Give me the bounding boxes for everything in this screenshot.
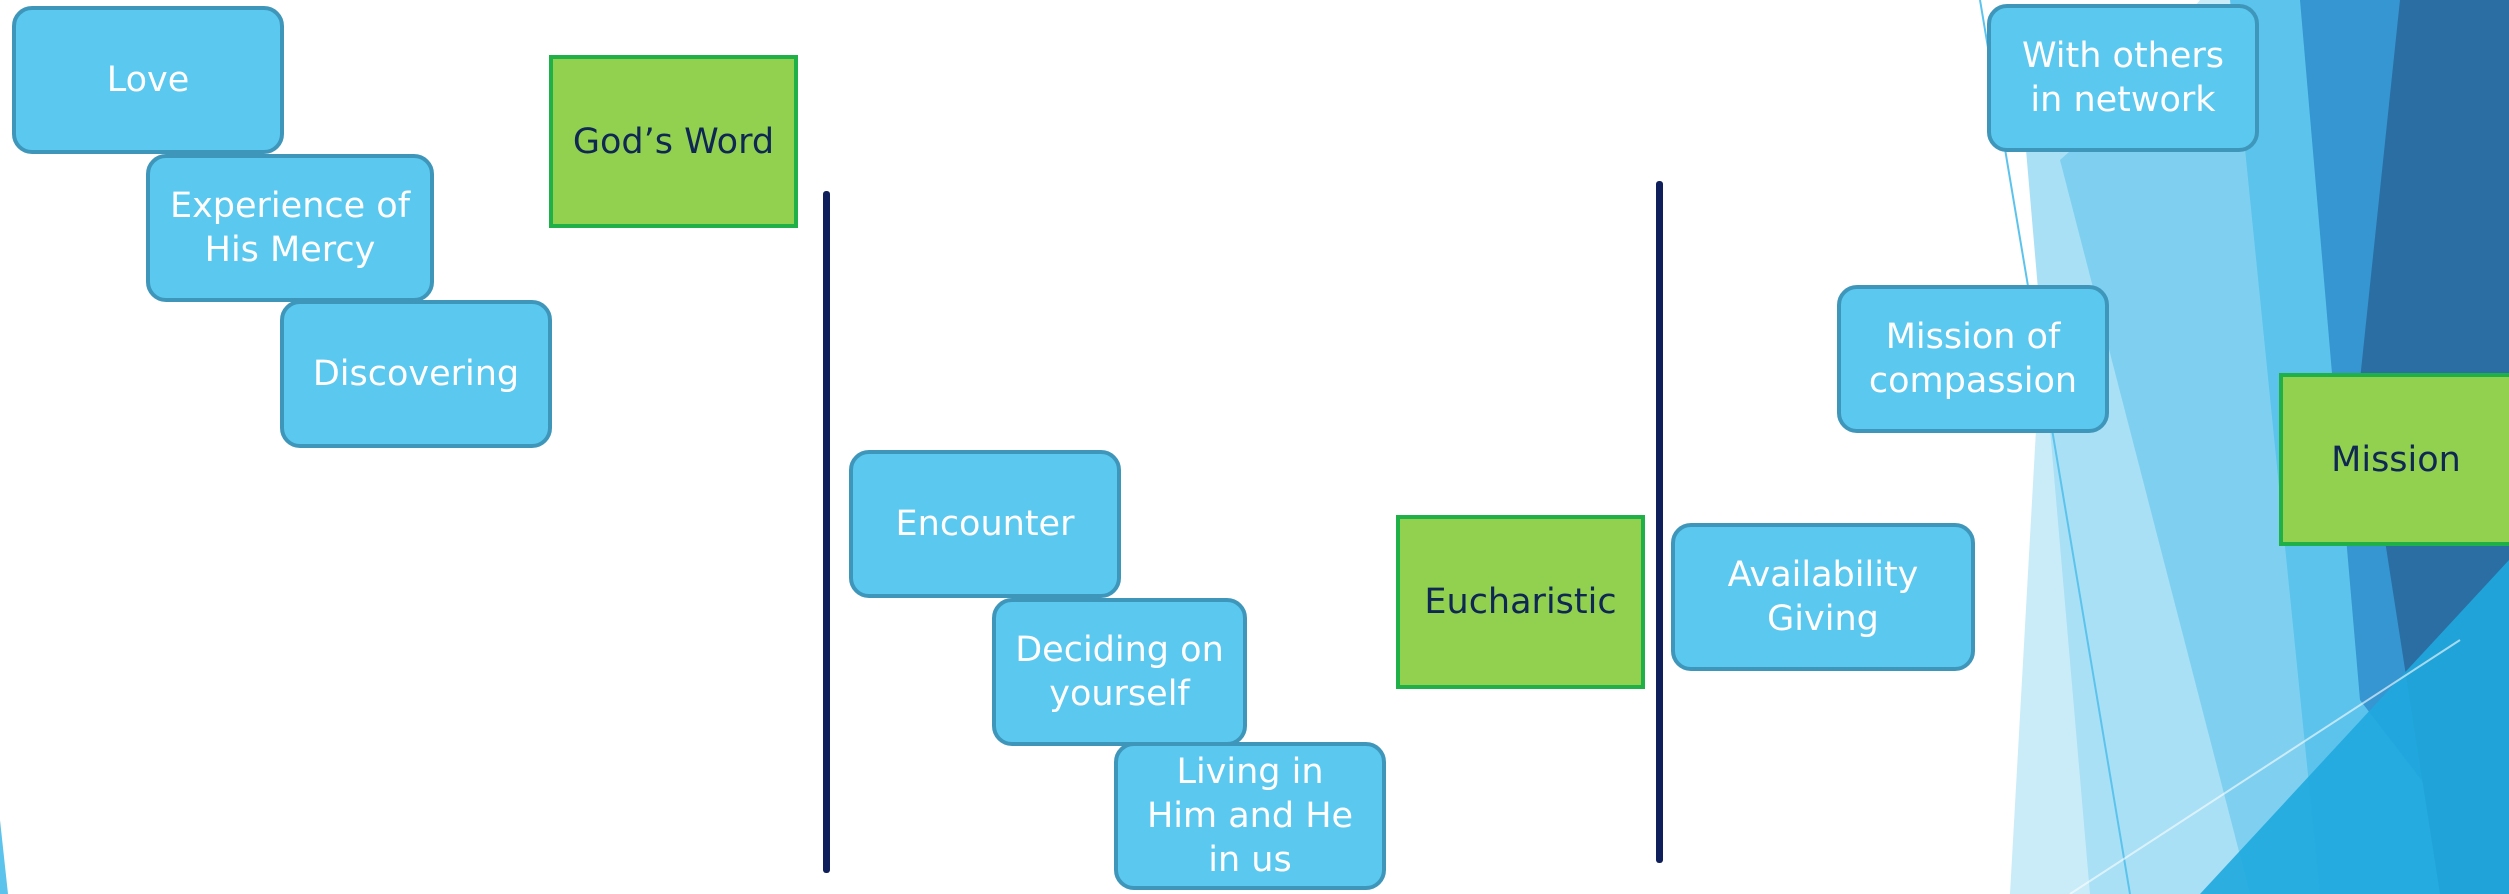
concept-living-in-him: Living in Him and He in us xyxy=(1114,742,1386,890)
concept-love: Love xyxy=(12,6,284,154)
concept-experience-of-mercy: Experience of His Mercy xyxy=(146,154,434,302)
concept-encounter: Encounter xyxy=(849,450,1121,598)
divider-line xyxy=(823,191,830,873)
decor-facet-bright xyxy=(2200,560,2509,894)
concept-mission-of-compassion: Mission of compassion xyxy=(1837,285,2109,433)
stage-mission: Mission xyxy=(2279,373,2509,546)
concept-availability-giving: Availability Giving xyxy=(1671,523,1975,671)
concept-with-others-in-network: With others in network xyxy=(1987,4,2259,152)
concept-discovering: Discovering xyxy=(280,300,552,448)
stage-gods-word: God’s Word xyxy=(549,55,798,228)
decor-corner-sliver xyxy=(0,820,8,894)
decor-line xyxy=(2069,639,2461,894)
divider-line xyxy=(1656,181,1663,863)
concept-deciding-on-yourself: Deciding on yourself xyxy=(992,598,1247,746)
stage-eucharistic: Eucharistic xyxy=(1396,515,1645,689)
